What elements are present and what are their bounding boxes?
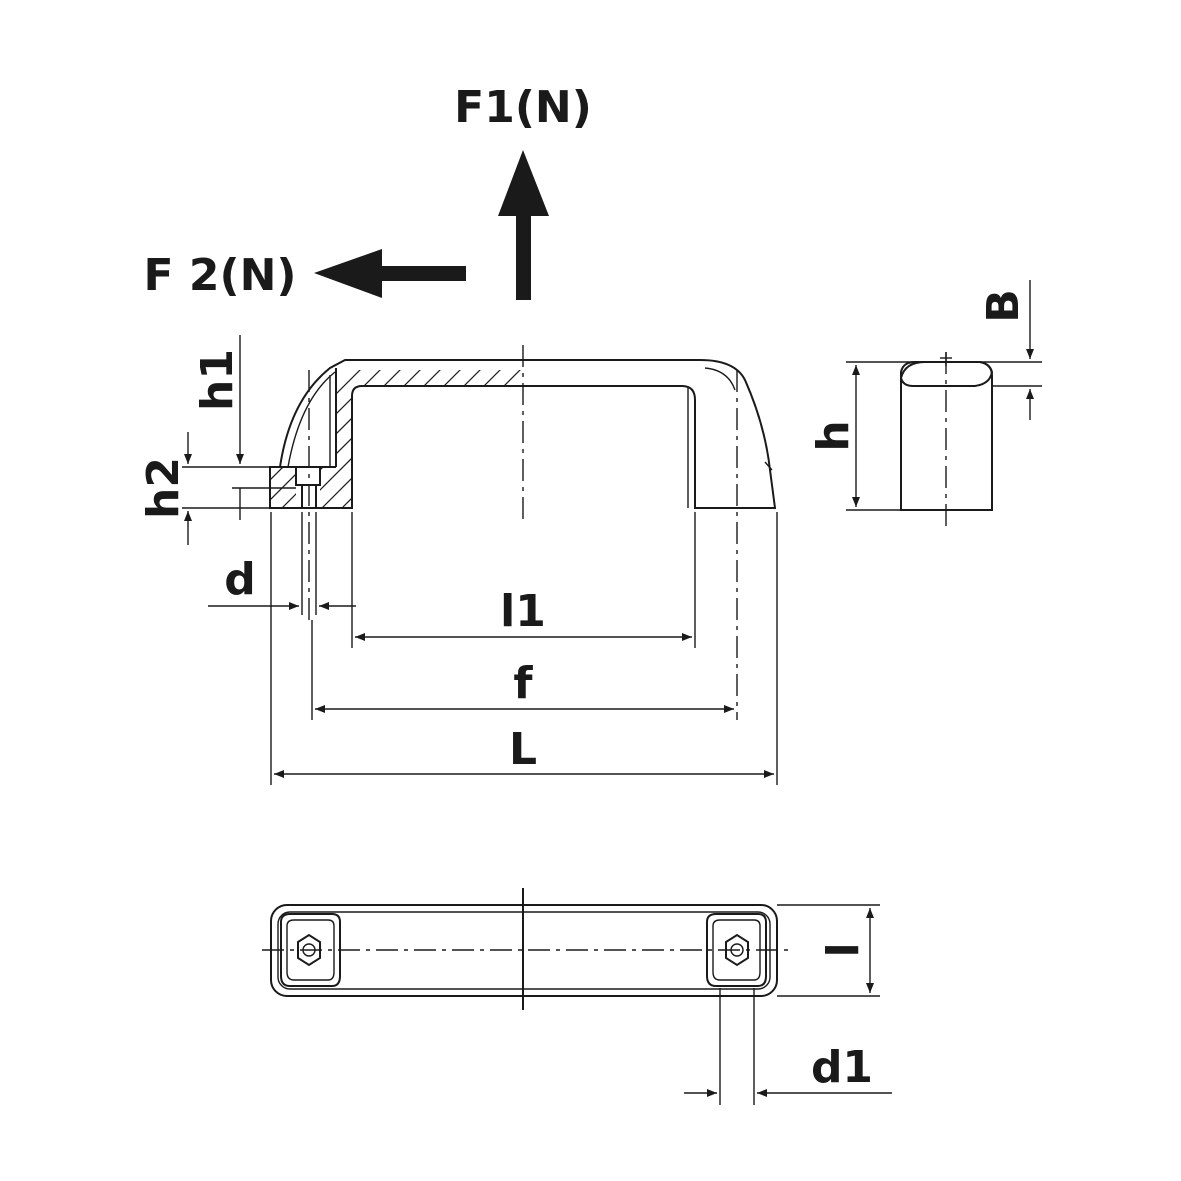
dim-l [777,904,880,997]
top-view-handle [262,888,790,1010]
label-L: L [509,724,537,775]
label-f: f [513,658,533,709]
label-l1: l1 [500,586,546,637]
label-B: B [978,289,1029,323]
dim-f [311,620,734,720]
dim-d1 [684,988,892,1105]
label-l: l [818,942,869,957]
front-view-handle [269,345,777,720]
dim-h2 [182,432,270,545]
label-d1: d1 [811,1042,873,1093]
dim-l1 [351,512,696,648]
force-arrow-f1 [498,150,549,300]
dim-h1 [182,335,296,520]
dim-B [946,280,1042,420]
section-hatching [270,370,523,508]
label-d: d [224,554,256,605]
label-h2: h2 [138,457,189,519]
label-f1: F1(N) [454,82,592,133]
dim-L [270,512,778,785]
dim-d [208,512,356,615]
label-h1: h1 [192,349,243,411]
label-h: h [808,420,859,451]
dim-h [846,361,946,511]
label-f2: F 2(N) [143,250,296,301]
force-arrow-f2 [314,249,466,298]
side-view-handle [899,352,994,528]
